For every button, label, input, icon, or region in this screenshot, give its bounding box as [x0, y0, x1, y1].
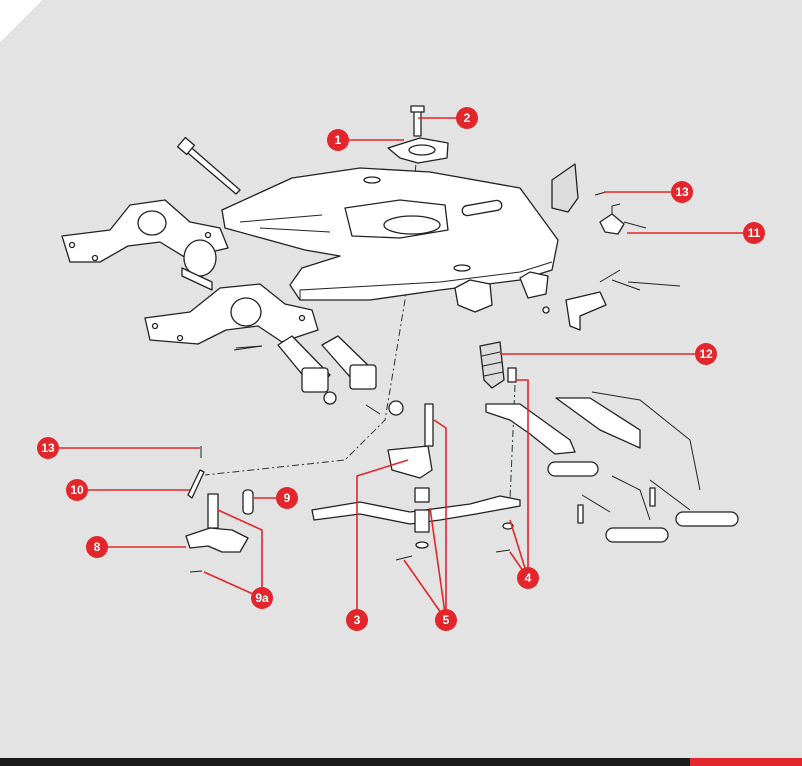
corner-cut — [0, 0, 42, 42]
callout-12: 12 — [695, 343, 717, 365]
callout-13-left: 13 — [37, 437, 59, 459]
release-handles — [485, 391, 739, 543]
callout-1: 1 — [327, 129, 349, 151]
left-small-parts — [185, 446, 254, 573]
svg-text:4: 4 — [525, 571, 532, 585]
bottom-bar — [0, 758, 802, 766]
pin — [235, 345, 263, 349]
svg-text:13: 13 — [41, 441, 55, 455]
lever-arm — [311, 403, 521, 561]
fifth-wheel-plate — [221, 167, 559, 313]
callout-5: 5 — [435, 609, 457, 631]
lower-bracket — [144, 283, 319, 345]
callouts: 1 2 3 4 5 8 9 9a — [37, 107, 765, 631]
svg-text:1: 1 — [335, 133, 342, 147]
callout-2: 2 — [456, 107, 478, 129]
svg-text:5: 5 — [443, 613, 450, 627]
callout-11: 11 — [743, 222, 765, 244]
svg-text:8: 8 — [94, 540, 101, 554]
upper-bracket — [61, 199, 229, 291]
right-hardware — [542, 163, 681, 331]
callout-3: 3 — [346, 609, 368, 631]
svg-text:13: 13 — [675, 185, 689, 199]
callout-8: 8 — [86, 536, 108, 558]
callout-4: 4 — [517, 567, 539, 589]
callout-10: 10 — [66, 479, 88, 501]
callout-13-right: 13 — [671, 181, 693, 203]
cylinders — [233, 335, 404, 416]
svg-text:9: 9 — [284, 491, 291, 505]
bottom-accent — [690, 758, 802, 766]
callout-9a: 9a — [251, 587, 273, 609]
svg-text:3: 3 — [354, 613, 361, 627]
svg-text:9a: 9a — [255, 591, 269, 605]
retainer-ring — [387, 105, 449, 164]
svg-text:10: 10 — [70, 483, 84, 497]
callout-9: 9 — [276, 487, 298, 509]
long-bolt — [176, 136, 241, 195]
svg-text:2: 2 — [464, 111, 471, 125]
svg-text:11: 11 — [748, 226, 761, 240]
svg-text:12: 12 — [699, 347, 713, 361]
rubber-boot — [479, 341, 517, 389]
parts-line-art — [61, 105, 739, 573]
